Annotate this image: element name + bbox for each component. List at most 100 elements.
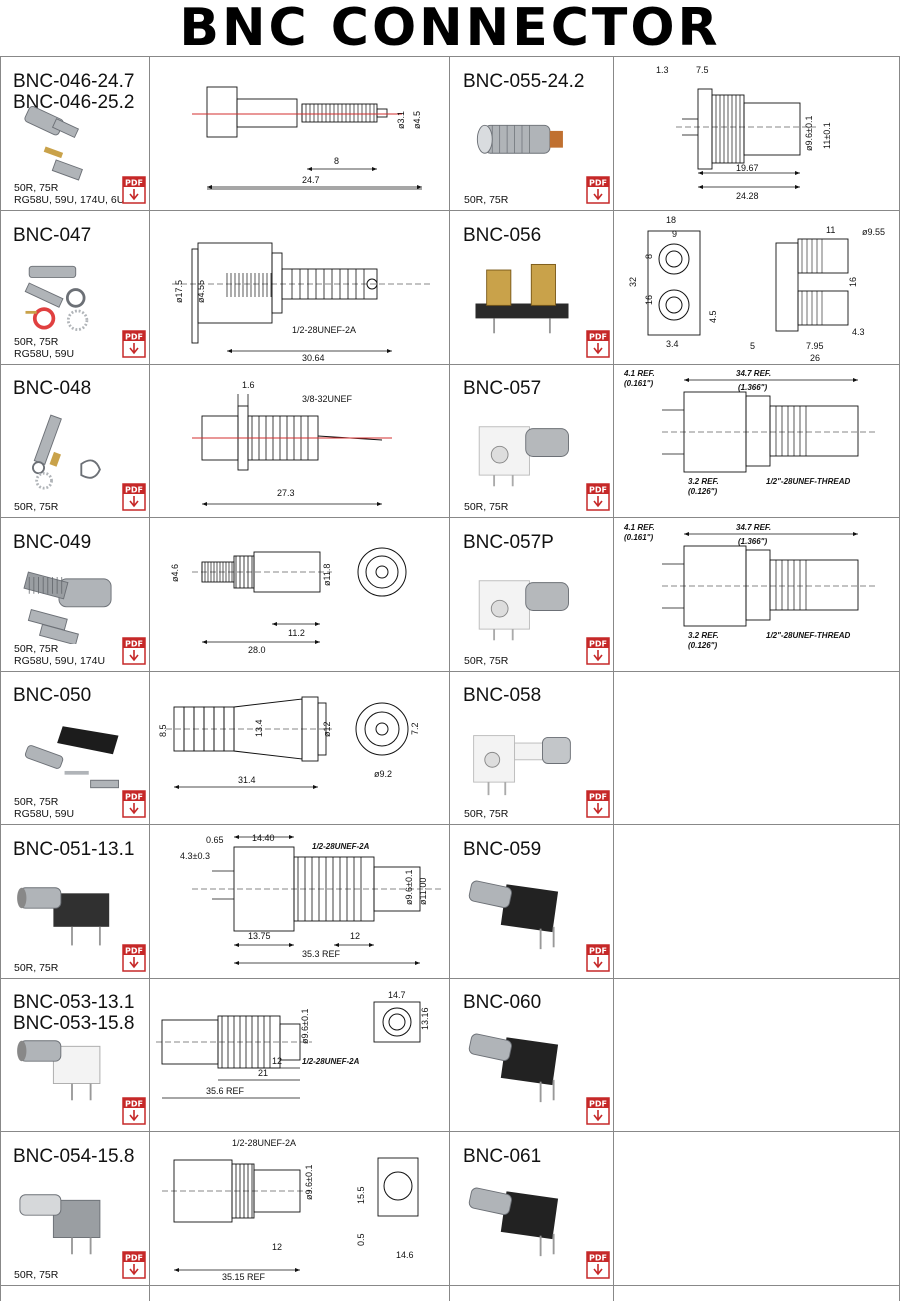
dimension-label: 3/8-32UNEF xyxy=(302,394,353,404)
model-number: BNC-056 xyxy=(463,224,542,246)
pdf-download-icon[interactable]: PDF xyxy=(122,176,146,204)
dimension-label: ø11.00 xyxy=(418,877,428,904)
impedance-cable-spec: 50R, 75R xyxy=(14,1268,59,1281)
pdf-download-icon[interactable]: PDF xyxy=(122,790,146,818)
dimension-label: 32 xyxy=(628,276,638,286)
dimension-label: 7.5 xyxy=(696,65,709,75)
connector-photo xyxy=(19,1193,101,1254)
dimension-label: 3.2 REF. xyxy=(688,477,719,486)
technical-drawing xyxy=(616,827,898,977)
dimension-label: 7.2 xyxy=(410,722,420,735)
pdf-download-icon[interactable]: PDF xyxy=(586,1250,610,1279)
impedance-cable-spec: 50R, 75R xyxy=(14,501,59,513)
dimension-label: 13.75 xyxy=(248,931,271,941)
dimension-label: ø9.55 xyxy=(862,227,885,237)
pdf-download-icon[interactable]: PDF xyxy=(586,1097,610,1125)
pdf-download-icon[interactable]: PDF xyxy=(586,636,610,665)
dimension-label: 1/2-28UNEF-2A xyxy=(292,325,356,335)
dimension-label: 12 xyxy=(272,1056,282,1066)
dimension-label: ø9.6±0.1 xyxy=(804,116,814,151)
connector-photo xyxy=(24,265,89,331)
pdf-label: PDF xyxy=(589,946,607,955)
dimension-label: (0.126") xyxy=(688,487,717,496)
pdf-download-icon[interactable]: PDF xyxy=(586,790,610,818)
dimension-label: 0.65 xyxy=(206,835,224,845)
connector-photo xyxy=(17,1040,101,1101)
connector-photo xyxy=(24,726,119,789)
pdf-label: PDF xyxy=(589,639,607,648)
pdf-label: PDF xyxy=(589,793,607,802)
dimension-label: 34.7 REF. xyxy=(736,523,771,532)
dimension-label: 1/2-28UNEF-2A xyxy=(232,1138,296,1148)
technical-drawing: 4.1 REF.(0.161")34.7 REF.(1.366")3.2 REF… xyxy=(623,523,876,650)
dimension-label: 4.5 xyxy=(708,310,718,323)
dimension-label: 28.0 xyxy=(248,645,266,655)
dimension-label: 13.16 xyxy=(420,1007,430,1030)
dimension-label: 21 xyxy=(258,1068,268,1078)
dimension-label: 7.95 xyxy=(806,341,824,351)
dimension-label: (0.161") xyxy=(624,379,653,388)
divider xyxy=(0,57,1,1301)
pdf-download-icon[interactable]: PDF xyxy=(586,483,610,511)
dimension-label: 35.3 REF xyxy=(302,949,341,959)
pdf-download-icon[interactable]: PDF xyxy=(122,1250,146,1279)
impedance-cable-spec: 50R, 75R RG58U, 59U xyxy=(14,796,75,820)
technical-drawing xyxy=(616,980,898,1130)
pdf-download-icon[interactable]: PDF xyxy=(586,943,610,972)
model-number: BNC-059 xyxy=(463,838,542,860)
dimension-label: 8.5 xyxy=(158,724,168,737)
technical-drawing xyxy=(616,673,898,823)
pdf-download-icon[interactable]: PDF xyxy=(122,1097,146,1125)
dimension-label: 1.6 xyxy=(242,380,255,390)
dimension-label: 4.1 REF. xyxy=(623,523,655,532)
dimension-label: 14.7 xyxy=(388,990,406,1000)
dimension-label: ø3.1 xyxy=(396,111,406,129)
model-number: BNC-060 xyxy=(463,992,542,1013)
model-number: BNC-055-24.2 xyxy=(463,71,585,92)
model-number: BNC-053-13.1 BNC-053-15.8 xyxy=(13,992,135,1034)
dimension-label: 4.1 REF. xyxy=(623,369,655,378)
dimension-label: 24.7 xyxy=(302,175,320,185)
dimension-label: 11.2 xyxy=(288,628,305,638)
connector-photo xyxy=(31,414,101,490)
pdf-download-icon[interactable]: PDF xyxy=(122,329,146,358)
dimension-label: ø9.6±0.1 xyxy=(404,869,414,904)
pdf-download-icon[interactable]: PDF xyxy=(122,943,146,972)
technical-drawing xyxy=(616,1134,898,1284)
dimension-label: 13.4 xyxy=(254,719,264,737)
model-number: BNC-058 xyxy=(463,685,542,706)
dimension-label: 11±0.1 xyxy=(822,122,832,149)
pdf-label: PDF xyxy=(125,179,143,188)
pdf-download-icon[interactable]: PDF xyxy=(586,329,610,358)
dimension-label: 1/2-28UNEF-2A xyxy=(312,842,370,851)
connector-photo xyxy=(468,1187,559,1256)
pdf-download-icon[interactable]: PDF xyxy=(586,176,610,204)
pdf-download-icon[interactable]: PDF xyxy=(122,636,146,665)
impedance-cable-spec: 50R, 75R RG58U, 59U, 174U xyxy=(14,642,106,667)
connector-photo xyxy=(478,579,569,640)
model-number: BNC-057P xyxy=(463,531,554,553)
model-number: BNC-050 xyxy=(13,685,92,706)
dimension-label: ø4.6 xyxy=(170,563,180,581)
pdf-download-icon[interactable]: PDF xyxy=(122,483,146,511)
pdf-label: PDF xyxy=(125,946,143,955)
dimension-label: 1/2"-28UNEF-THREAD xyxy=(766,631,850,640)
dimension-label: 34.7 REF. xyxy=(736,369,771,378)
dimension-label: ø11.8 xyxy=(322,563,332,585)
